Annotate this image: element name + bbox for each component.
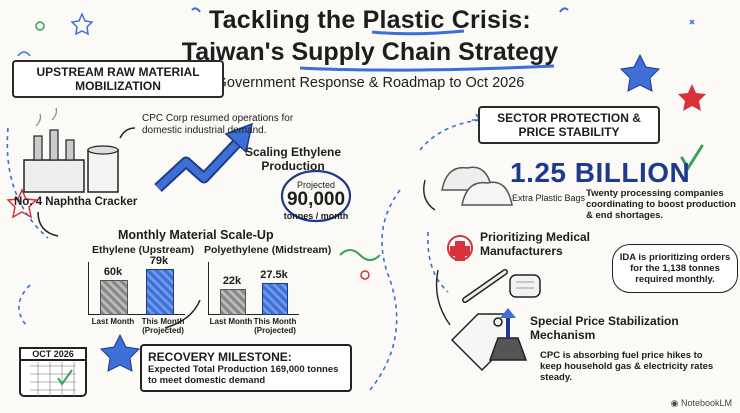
ethylene-value-last-month: 60k <box>103 265 123 278</box>
polyethylene-cat-last-month: Last Month <box>209 317 253 326</box>
bags-note: Twenty processing companies coordinating… <box>586 188 736 221</box>
footer-brand-label: NotebookLM <box>680 398 732 408</box>
polyethylene-value-this-month: 27.5k <box>260 269 288 281</box>
scaleup-heading: Monthly Material Scale-Up <box>118 228 274 242</box>
milestone-box: RECOVERY MILESTONE: Expected Total Produ… <box>140 344 352 392</box>
polyethylene-chart-title: Polyethylene (Midstream) <box>204 244 332 256</box>
milestone-text: Expected Total Production 169,000 tonnes… <box>148 364 339 386</box>
ethylene-chart-axis <box>88 262 185 315</box>
billion-value: 1.25 BILLION <box>510 157 691 188</box>
ethylene-heading: Scaling Ethylene Production <box>244 145 342 173</box>
medical-heading: Prioritizing Medical Manufacturers <box>480 230 591 258</box>
price-heading: Special Price Stabilization Mechanism <box>530 314 679 342</box>
upstream-banner: UPSTREAM RAW MATERIAL MOBILIZATION <box>12 60 224 98</box>
ethylene-cat-this-month: This Month (Projected) <box>141 317 185 335</box>
sector-banner: SECTOR PROTECTION & PRICE STABILITY <box>478 106 660 144</box>
bags-label: Extra Plastic Bags <box>512 193 586 203</box>
polyethylene-bar-this-month <box>262 283 288 315</box>
cpc-note: CPC Corp resumed operations for domestic… <box>142 113 294 136</box>
subtitle: Government Response & Roadmap to Oct 202… <box>215 75 525 91</box>
ethylene-cat-last-month: Last Month <box>91 317 135 326</box>
milestone-title: RECOVERY MILESTONE: <box>148 350 292 364</box>
footer-brand: ◉ NotebookLM <box>671 398 732 409</box>
polyethylene-chart-axis <box>208 262 299 315</box>
projected-label: Projected <box>296 180 336 190</box>
projected-unit: tonnes / month <box>283 211 349 221</box>
ida-note: IDA is prioritizing orders for the 1,138… <box>612 244 738 293</box>
ethylene-bar-last-month <box>100 279 128 315</box>
polyethylene-cat-this-month: This Month (Projected) <box>253 317 297 335</box>
cracker-label: No. 4 Naphtha Cracker <box>14 196 138 208</box>
polyethylene-bar-last-month <box>220 289 246 315</box>
ethylene-value-this-month: 79k <box>149 255 169 267</box>
calendar-label: OCT 2026 <box>32 349 74 359</box>
price-note: CPC is absorbing fuel price hikes to kee… <box>540 350 714 383</box>
ethylene-bar-this-month <box>146 269 174 315</box>
notebooklm-logo-icon: ◉ <box>670 398 679 408</box>
ethylene-chart-title: Ethylene (Upstream) <box>92 244 195 256</box>
title-line-1: Tackling the Plastic Crisis: <box>209 6 531 34</box>
projected-value: 90,000 <box>286 189 346 210</box>
title-line-2: Taiwan's Supply Chain Strategy <box>181 38 559 66</box>
polyethylene-value-last-month: 22k <box>222 275 242 287</box>
